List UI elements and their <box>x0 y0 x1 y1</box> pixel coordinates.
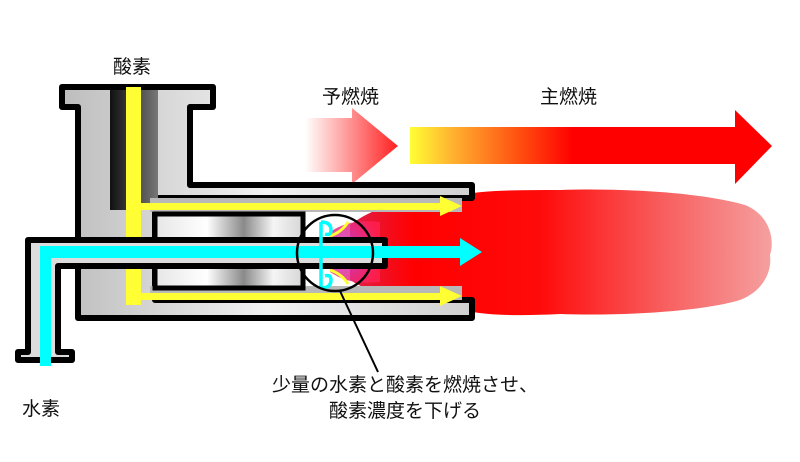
hydrogen-branch <box>319 220 333 290</box>
detail-circle <box>295 213 379 373</box>
hydrogen-pipe <box>15 237 482 366</box>
annotation-line-2: 酸素濃度を下げる <box>328 400 481 422</box>
pre-combustion-arrow <box>305 108 398 184</box>
hydrogen-label: 水素 <box>22 398 61 420</box>
pre-combustion-label: 予燃焼 <box>322 86 380 108</box>
main-combustion-label: 主燃焼 <box>540 86 598 108</box>
main-combustion-arrow <box>410 110 772 184</box>
annotation-line-1: 少量の水素と酸素を燃焼させ、 <box>271 374 538 396</box>
annotation-text: 少量の水素と酸素を燃焼させ、 酸素濃度を下げる <box>240 372 570 424</box>
oxygen-label: 酸素 <box>113 56 152 78</box>
